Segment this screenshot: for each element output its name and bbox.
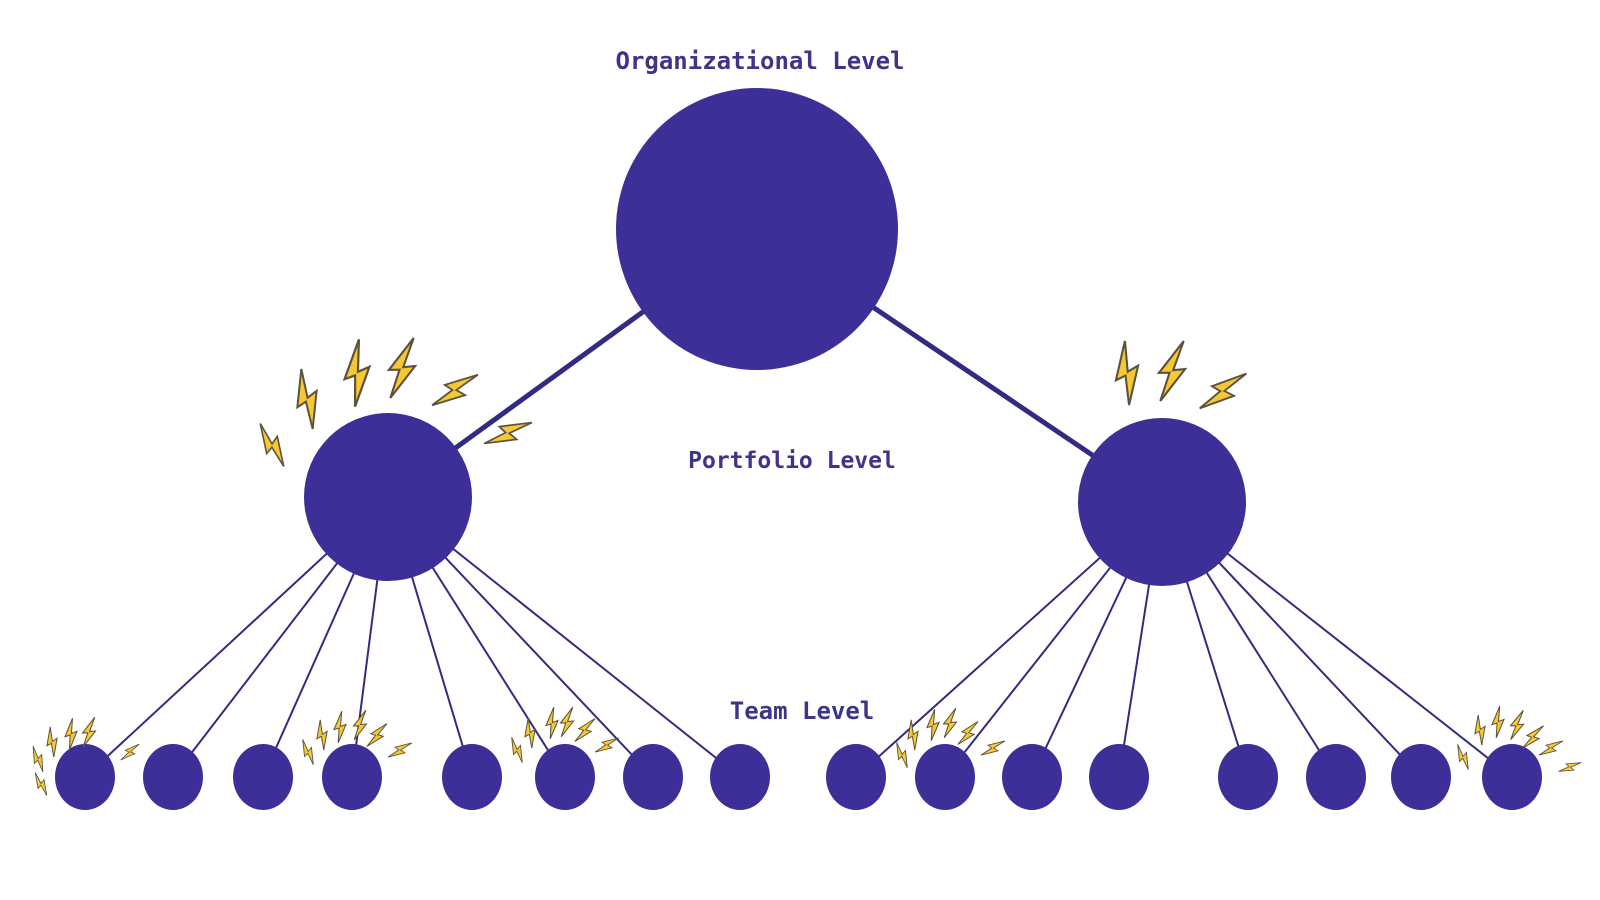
organizational-node [616, 88, 898, 370]
team-node [826, 744, 886, 810]
portfolio-node [304, 413, 472, 581]
lightning-bolt-icon [978, 734, 1008, 762]
lightning-bolt-icon [248, 419, 296, 471]
bolts-layer [25, 333, 1584, 798]
lightning-bolt-icon [1469, 713, 1491, 747]
lightning-bolt-icon [62, 717, 80, 751]
portfolio-node [1078, 418, 1246, 586]
team-node [623, 744, 683, 810]
lightning-bolt-icon [383, 333, 421, 403]
lightning-bolt-icon [363, 718, 391, 752]
team-level-label: Team Level [729, 697, 875, 725]
team-node [915, 744, 975, 810]
lightning-bolt-icon [954, 716, 982, 750]
team-node [442, 744, 502, 810]
lightning-bolt-icon [889, 740, 915, 770]
lightning-bolt-icon [427, 362, 483, 418]
lightning-bolt-icon [902, 718, 924, 752]
lightning-bolt-icon [592, 731, 622, 759]
team-node [1391, 744, 1451, 810]
team-node [322, 744, 382, 810]
team-node [535, 744, 595, 810]
lightning-bolt-icon [295, 737, 321, 767]
organizational-level-label: Organizational Level [615, 47, 905, 75]
lightning-bolt-icon [1489, 705, 1507, 739]
lightning-bolt-icon [940, 706, 960, 740]
team-node [710, 744, 770, 810]
lightning-bolt-icon [25, 744, 51, 774]
lightning-bolt-icon [1507, 707, 1527, 743]
lightning-bolt-icon [1153, 336, 1191, 406]
lightning-bolt-icon [1194, 361, 1252, 421]
lightning-bolt-icon [1556, 756, 1584, 778]
lightning-bolt-icon [311, 718, 333, 752]
portfolio-level-label: Portfolio Level [688, 448, 896, 474]
team-node [143, 744, 203, 810]
lightning-bolt-icon [504, 735, 530, 765]
lightning-bolt-icon [480, 409, 536, 457]
lightning-bolt-icon [557, 705, 577, 739]
team-node [1306, 744, 1366, 810]
team-node [1218, 744, 1278, 810]
lightning-bolt-icon [283, 365, 331, 433]
nodes-layer [55, 88, 1542, 810]
team-node [1089, 744, 1149, 810]
lightning-bolt-icon [1105, 338, 1149, 408]
team-node [1002, 744, 1062, 810]
lightning-bolt-icon [28, 770, 54, 798]
lightning-bolt-icon [543, 706, 561, 740]
team-node [1482, 744, 1542, 810]
lightning-bolt-icon [79, 715, 99, 749]
lightning-bolt-icon [331, 710, 349, 744]
team-node [55, 744, 115, 810]
lightning-bolt-icon [41, 725, 63, 759]
lightning-bolt-icon [1536, 734, 1566, 762]
lightning-bolt-icon [338, 337, 376, 409]
lightning-bolt-icon [571, 713, 599, 747]
lightning-bolt-icon [385, 736, 415, 764]
team-node [233, 744, 293, 810]
lightning-bolt-icon [1450, 742, 1476, 772]
